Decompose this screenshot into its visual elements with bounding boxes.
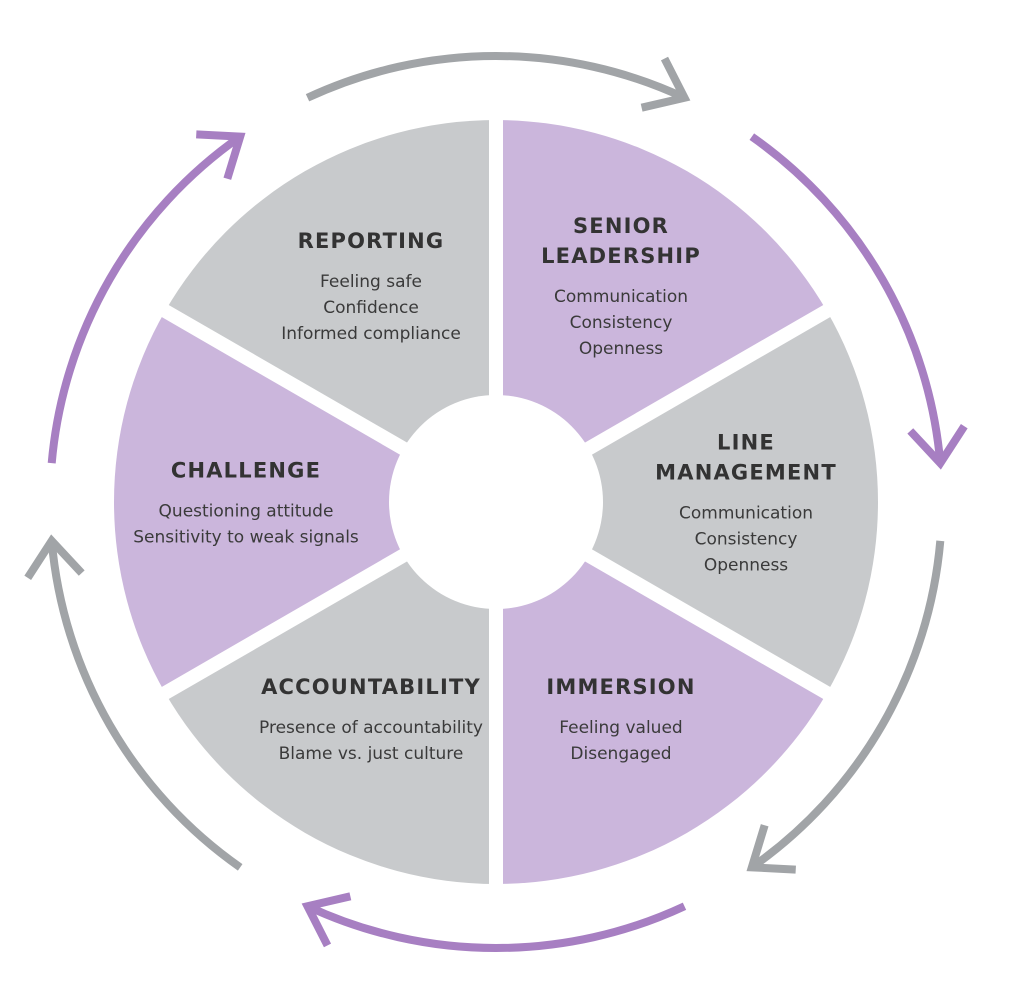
cycle-arrows: [24, 52, 968, 952]
arrow-arc: [305, 902, 687, 952]
segment-title: REPORTING: [298, 229, 445, 253]
label-challenge: CHALLENGE Questioning attitudeSensitivity…: [133, 458, 359, 547]
arrowhead: [196, 130, 246, 180]
arrow-arc: [47, 133, 243, 464]
segment-item: Communication: [679, 504, 813, 524]
segment-item: Feeling safe: [320, 272, 422, 292]
arrowhead: [746, 824, 796, 874]
segment-title: IMMERSION: [546, 675, 695, 699]
label-line-management: LINE MANAGEMENT CommunicationConsistencyOp…: [655, 430, 837, 576]
arrow-arc: [749, 133, 945, 464]
segment-item: Questioning attitude: [159, 502, 334, 522]
segment-item: Disengaged: [570, 744, 671, 764]
segment-item: Consistency: [695, 530, 798, 550]
segment-title: CHALLENGE: [171, 458, 321, 482]
segment-title: SENIOR: [573, 214, 669, 238]
arrow-left: [47, 130, 246, 464]
segment-item: Sensitivity to weak signals: [133, 528, 359, 548]
arrow-top-left: [305, 52, 691, 112]
segment-title: MANAGEMENT: [655, 460, 837, 484]
segment-reporting: [165, 120, 496, 502]
segment-line-management: [496, 311, 878, 693]
segment-title: ACCOUNTABILITY: [261, 675, 481, 699]
segment-item: Blame vs. just culture: [279, 744, 464, 764]
label-reporting: REPORTING Feeling safeConfidenceInformed …: [281, 229, 461, 344]
arrow-arc: [749, 540, 945, 871]
center-circle: [389, 395, 603, 609]
segment-item: Communication: [554, 287, 688, 307]
arrowhead: [301, 892, 352, 948]
segment-item: Informed compliance: [281, 324, 461, 344]
segment-senior-leadership: [496, 120, 827, 502]
segment-title: LINE: [717, 430, 775, 454]
segment-item: Confidence: [323, 298, 419, 318]
segment-labels: SENIORLEADERSHIPCommunicationConsistency…: [133, 214, 837, 764]
arrowhead: [907, 424, 968, 470]
arrow-top-right: [749, 133, 968, 470]
segment-item: Presence of accountability: [259, 718, 483, 738]
arrow-bottom-left: [24, 534, 243, 871]
label-accountability: ACCOUNTABILITY Presence of accountability…: [259, 675, 483, 764]
segment-immersion: [496, 502, 827, 885]
segment-challenge: [114, 311, 496, 693]
segment-item: Consistency: [570, 313, 673, 333]
segment-item: Openness: [704, 556, 788, 576]
segment-item: Feeling valued: [559, 718, 682, 738]
segment-item: Openness: [579, 339, 663, 359]
arrow-bottom-right: [301, 892, 687, 952]
arrow-arc: [305, 52, 687, 102]
arrowhead: [24, 534, 85, 580]
arrow-right: [746, 540, 945, 874]
arrow-arc: [47, 540, 243, 871]
segment-title: LEADERSHIP: [541, 244, 701, 268]
segment-accountability: [165, 502, 496, 884]
label-senior-leadership: SENIOR LEADERSHIP CommunicationConsistency…: [541, 214, 701, 359]
arrowhead: [640, 56, 691, 112]
